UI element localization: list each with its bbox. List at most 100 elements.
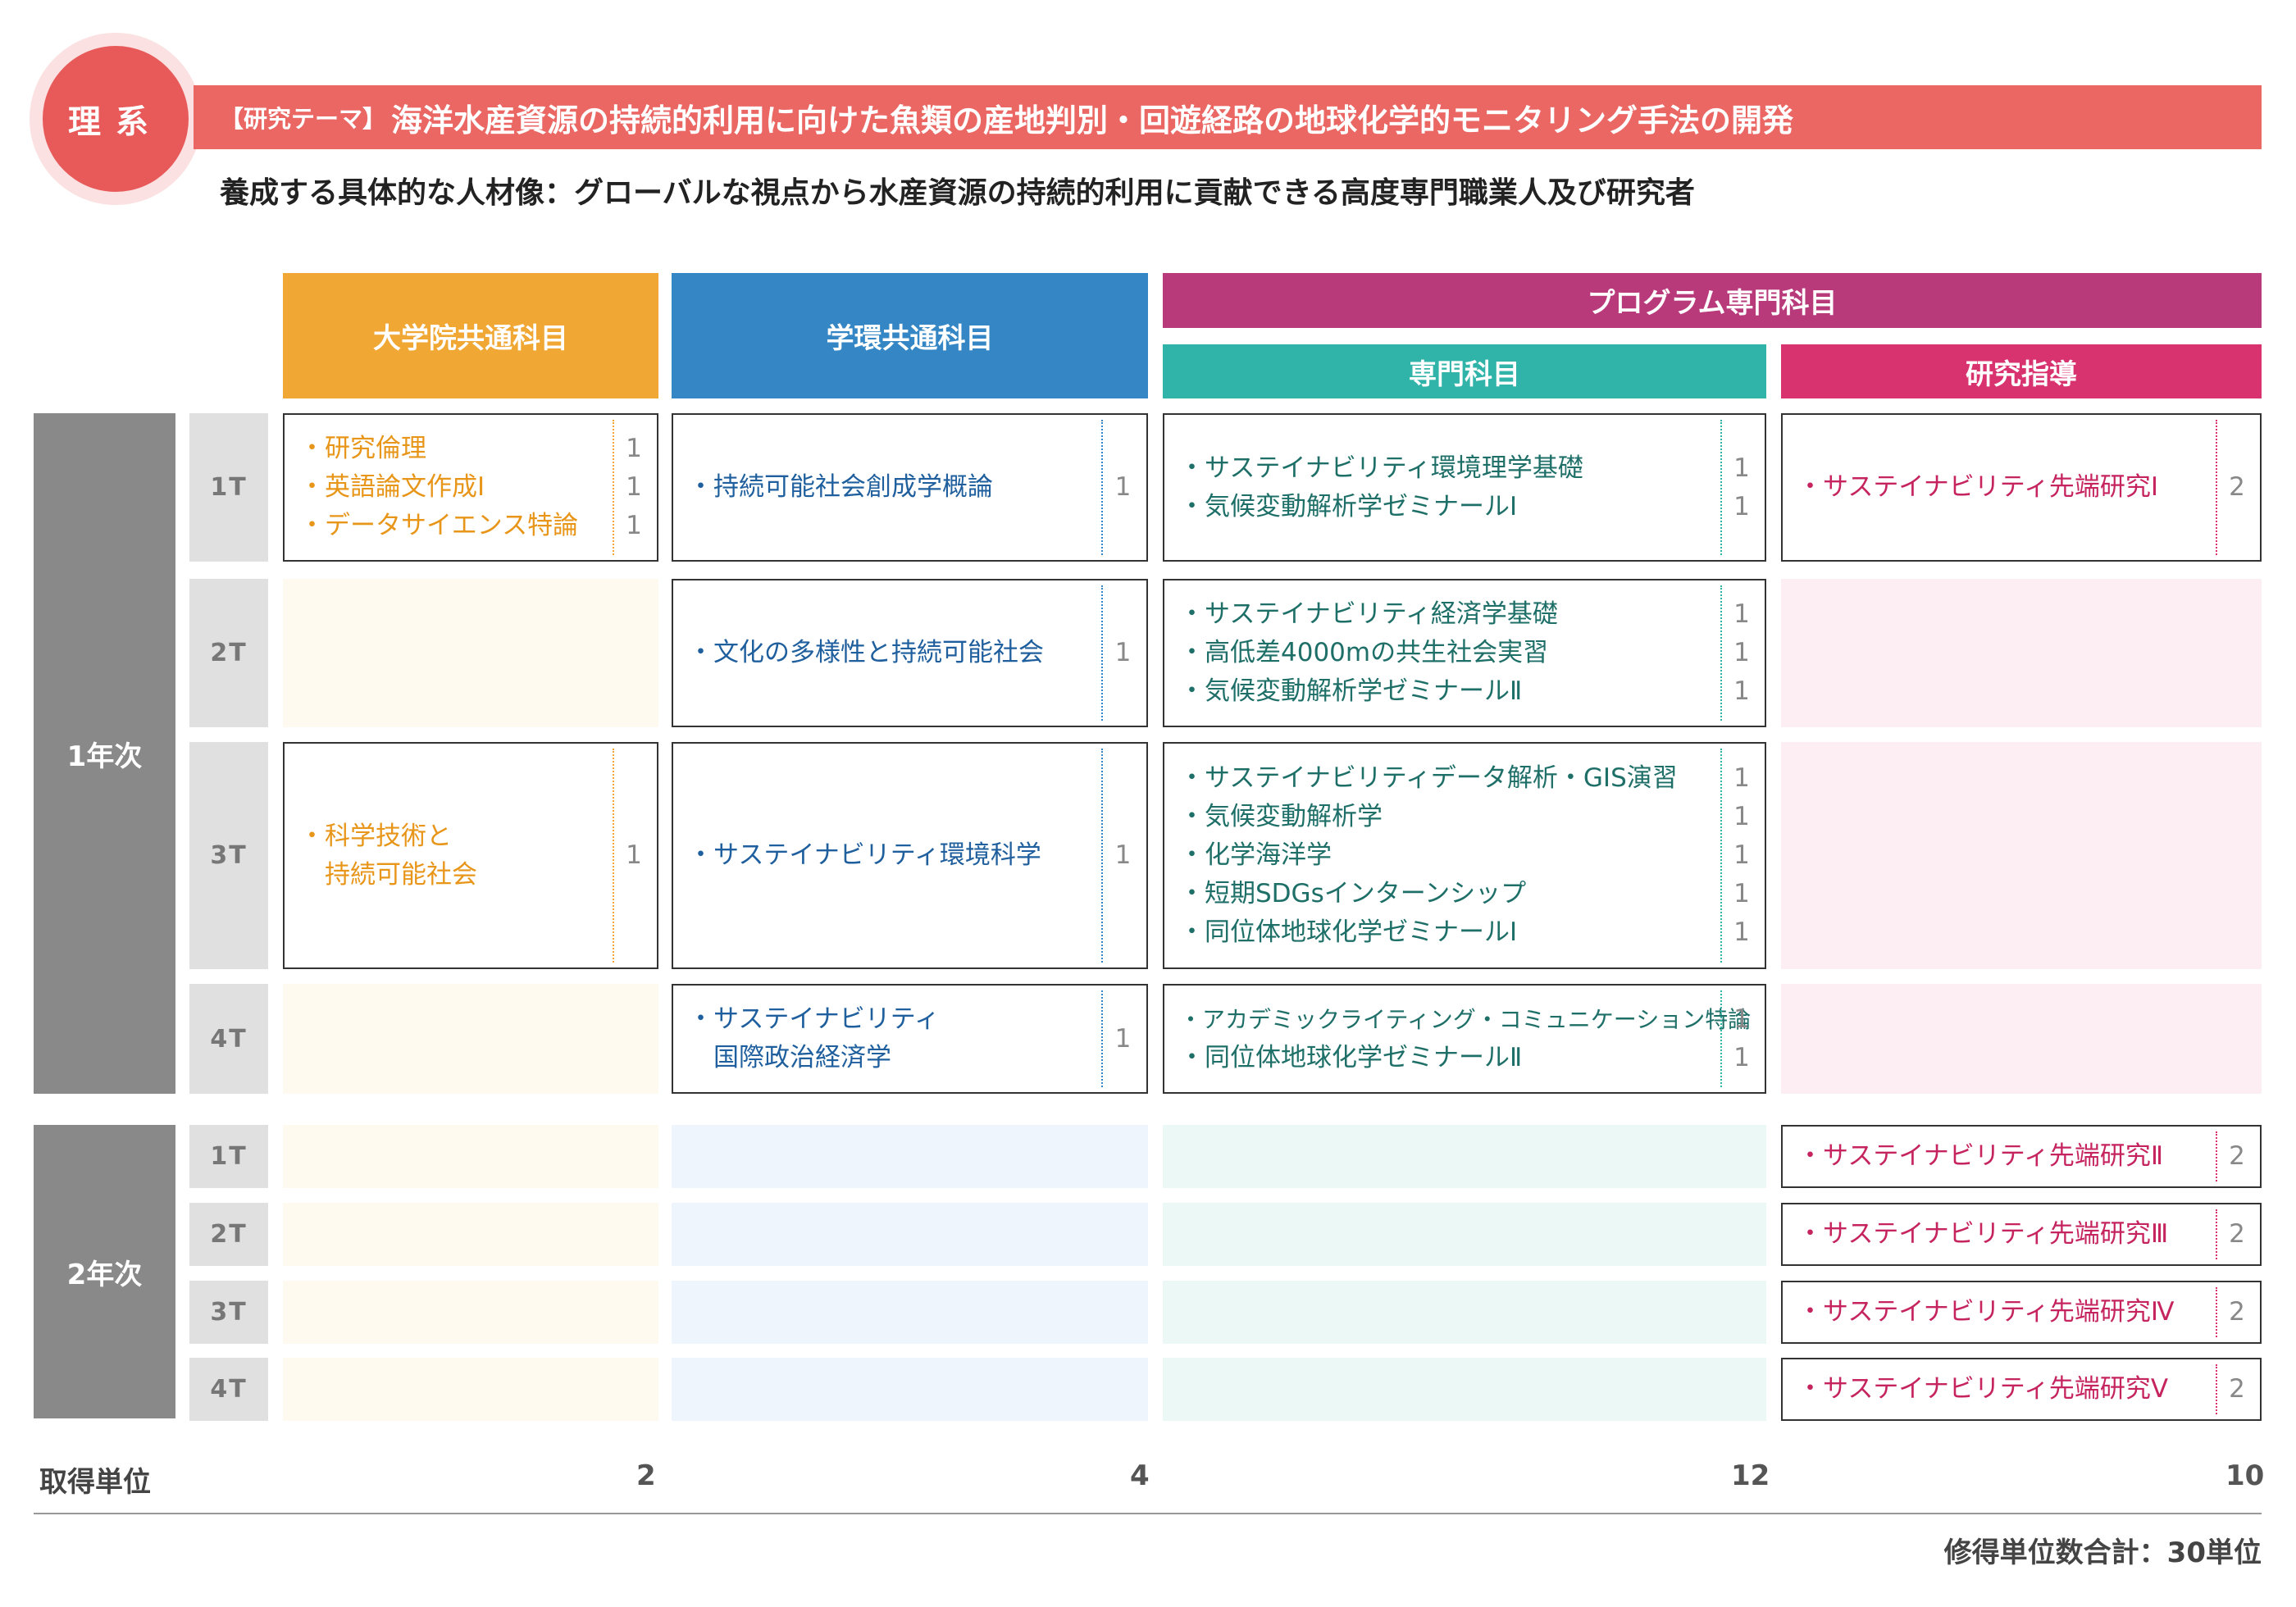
year-label-1: 1年次 [34, 413, 175, 1094]
credit-divider [2216, 1209, 2217, 1259]
credits-total-kenkyu: 10 [2225, 1459, 2265, 1492]
footer-divider [34, 1513, 2262, 1514]
course-item: ・化学海洋学 [1179, 840, 1332, 870]
course-item: ・短期SDGsインターンシップ [1179, 879, 1527, 908]
term-label: 3T [189, 742, 268, 969]
credit-divider [2216, 1287, 2217, 1337]
course-item: ・科学技術と [299, 821, 452, 851]
empty-cell-grad [283, 1281, 658, 1344]
credit-value: 2 [2229, 1219, 2245, 1249]
empty-cell-grad [283, 1358, 658, 1421]
term-label: 4T [189, 984, 268, 1094]
credit-divider [1101, 990, 1103, 1087]
credits-total-gakkan: 4 [1130, 1459, 1150, 1492]
credit-value: 1 [1114, 638, 1132, 667]
credit-divider [2216, 1131, 2217, 1181]
required-credits-total: 修得単位数合計：30単位 [1943, 1536, 2262, 1569]
credit-divider [2216, 420, 2217, 555]
term-label: 1T [189, 1125, 268, 1188]
target-talent-subtitle: 養成する具体的な人材像：グローバルな視点から水産資源の持続的利用に貢献できる高度… [220, 176, 1695, 210]
credit-value: 1 [626, 511, 642, 540]
credit-value: 1 [1733, 917, 1750, 947]
credit-value: 1 [626, 840, 642, 870]
course-item: ・サステイナビリティデータ解析・GIS演習 [1179, 763, 1678, 793]
course-cell-senmon-1-3t: ・サステイナビリティデータ解析・GIS演習 ・気候変動解析学 ・化学海洋学 ・短… [1163, 742, 1766, 969]
credit-divider [1101, 420, 1103, 555]
course-item: ・サステイナビリティ先端研究Ⅱ [1797, 1141, 2164, 1171]
course-item: ・同位体地球化学ゼミナールⅠ [1179, 917, 1518, 947]
course-cell-gakkan-1-3t: ・サステイナビリティ環境科学 1 [672, 742, 1148, 969]
credit-value: 1 [1733, 802, 1750, 831]
course-item: ・同位体地球化学ゼミナールⅡ [1179, 1043, 1523, 1072]
empty-cell-senmon [1163, 1203, 1766, 1266]
course-cell-grad-1-1t: ・研究倫理 ・英語論文作成Ⅰ ・データサイエンス特論 1 1 1 [283, 413, 658, 562]
credit-divider [1101, 585, 1103, 721]
empty-cell-grad [283, 1203, 658, 1266]
credit-value: 2 [2229, 1297, 2245, 1327]
course-cell-grad-1-3t: ・科学技術と 持続可能社会 1 [283, 742, 658, 969]
research-theme: 海洋水産資源の持続的利用に向けた魚類の産地判別・回遊経路の地球化学的モニタリング… [391, 102, 1794, 139]
credit-value: 2 [2229, 1374, 2245, 1404]
credit-value: 1 [1733, 840, 1750, 870]
empty-cell-kenkyu [1781, 579, 2262, 727]
course-item: ・サステイナビリティ [688, 1004, 940, 1034]
column-header-gakkan-common: 学環共通科目 [672, 273, 1148, 398]
column-header-program: プログラム専門科目 [1163, 273, 2262, 328]
research-theme-bar: 【研究テーマ】 海洋水産資源の持続的利用に向けた魚類の産地判別・回遊経路の地球化… [194, 85, 2262, 149]
empty-cell-grad [283, 579, 658, 727]
credit-divider [1720, 420, 1722, 555]
credit-divider [2216, 1364, 2217, 1414]
course-cell-gakkan-1-4t: ・サステイナビリティ 国際政治経済学 1 [672, 984, 1148, 1094]
field-badge: 理系 [43, 46, 189, 192]
credit-value: 1 [1733, 638, 1750, 667]
year-label-2: 2年次 [34, 1125, 175, 1418]
credit-value: 2 [2229, 1141, 2245, 1171]
empty-cell-grad [283, 984, 658, 1094]
credit-value: 1 [1733, 453, 1750, 483]
course-item: ・文化の多様性と持続可能社会 [688, 638, 1044, 667]
course-cell-senmon-1-1t: ・サステイナビリティ環境理学基礎 ・気候変動解析学ゼミナールⅠ 1 1 [1163, 413, 1766, 562]
credit-value: 1 [1733, 599, 1750, 629]
column-header-grad-common: 大学院共通科目 [283, 273, 658, 398]
course-cell-kenkyu-2-1t: ・サステイナビリティ先端研究Ⅱ 2 [1781, 1125, 2262, 1188]
course-item: ・研究倫理 [299, 434, 426, 463]
term-label: 1T [189, 413, 268, 562]
course-cell-kenkyu-2-4t: ・サステイナビリティ先端研究Ⅴ 2 [1781, 1358, 2262, 1421]
credit-value: 1 [1733, 879, 1750, 908]
empty-cell-senmon [1163, 1281, 1766, 1344]
credit-value: 2 [2229, 472, 2245, 502]
empty-cell-gakkan [672, 1358, 1148, 1421]
term-label: 4T [189, 1358, 268, 1421]
empty-cell-gakkan [672, 1203, 1148, 1266]
empty-cell-kenkyu [1781, 742, 2262, 969]
course-cell-senmon-1-2t: ・サステイナビリティ経済学基礎 ・高低差4000mの共生社会実習 ・気候変動解析… [1163, 579, 1766, 727]
course-item: 国際政治経済学 [688, 1043, 891, 1072]
empty-cell-senmon [1163, 1125, 1766, 1188]
course-item: ・データサイエンス特論 [299, 511, 579, 540]
credits-total-grad: 2 [636, 1459, 656, 1492]
course-item: ・サステイナビリティ先端研究Ⅲ [1797, 1219, 2169, 1249]
course-item: ・気候変動解析学ゼミナールⅠ [1179, 491, 1518, 521]
course-item: ・サステイナビリティ経済学基礎 [1179, 599, 1558, 629]
course-item: ・サステイナビリティ先端研究Ⅳ [1797, 1297, 2175, 1327]
empty-cell-senmon [1163, 1358, 1766, 1421]
column-header-specialized: 専門科目 [1163, 344, 1766, 398]
course-item: ・気候変動解析学ゼミナールⅡ [1179, 676, 1523, 706]
course-cell-gakkan-1-2t: ・文化の多様性と持続可能社会 1 [672, 579, 1148, 727]
credits-earned-label: 取得単位 [39, 1466, 151, 1499]
term-label: 3T [189, 1281, 268, 1344]
term-label: 2T [189, 579, 268, 727]
credit-value: 1 [1114, 840, 1132, 870]
credit-value: 1 [1733, 1043, 1750, 1072]
course-item: ・持続可能社会創成学概論 [688, 472, 993, 502]
course-cell-kenkyu-2-2t: ・サステイナビリティ先端研究Ⅲ 2 [1781, 1203, 2262, 1266]
course-item: 持続可能社会 [299, 859, 477, 890]
course-item: ・サステイナビリティ先端研究Ⅴ [1797, 1374, 2169, 1404]
credit-divider [1720, 585, 1722, 721]
empty-cell-gakkan [672, 1281, 1148, 1344]
course-cell-senmon-1-4t: ・アカデミックライティング・コミュニケーション特論 ・同位体地球化学ゼミナールⅡ… [1163, 984, 1766, 1094]
credit-value: 1 [1733, 763, 1750, 793]
credit-value: 1 [1114, 1023, 1132, 1054]
theme-prefix: 【研究テーマ】 [220, 105, 387, 133]
course-item: ・英語論文作成Ⅰ [299, 472, 485, 502]
